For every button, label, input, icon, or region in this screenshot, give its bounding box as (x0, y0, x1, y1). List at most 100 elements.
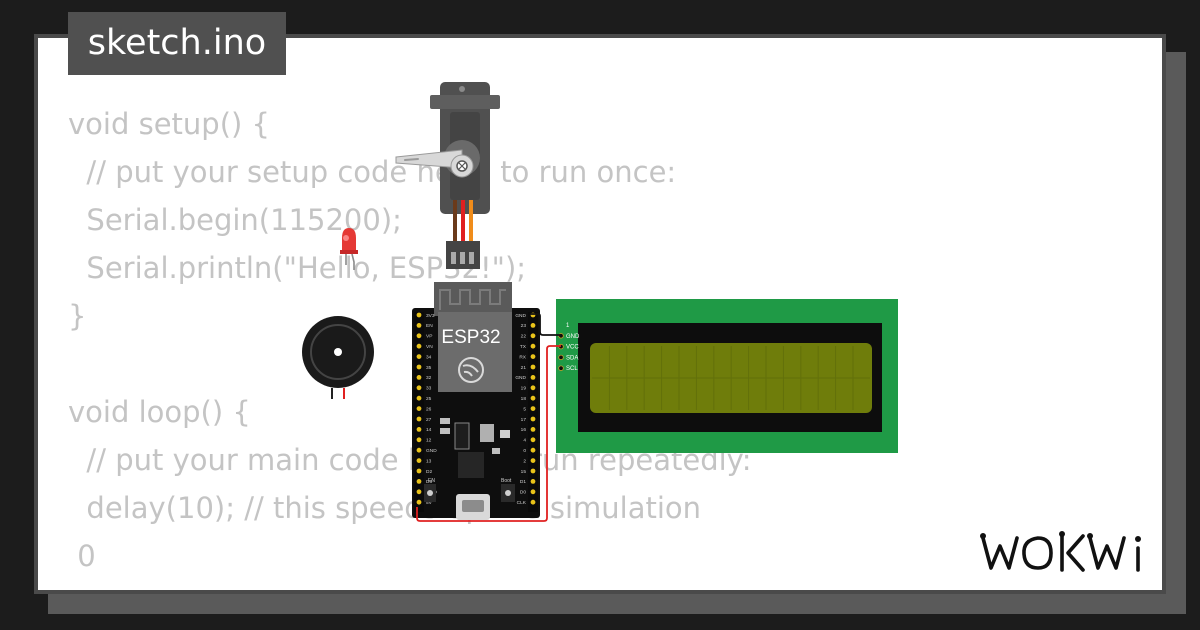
esp32-pin-label: 5 (523, 406, 526, 412)
esp32-shield (438, 312, 512, 392)
esp32-pin-left[interactable] (416, 416, 422, 422)
lcd-pin-label: VCC (566, 345, 579, 351)
esp32-antenna (434, 282, 512, 316)
filename-tab[interactable]: sketch.ino (68, 12, 286, 75)
esp32-pin-right[interactable] (530, 375, 536, 380)
lcd-pin-label: 1 (566, 323, 570, 329)
esp32-pin-left[interactable] (416, 458, 422, 463)
servo-wires (453, 200, 473, 245)
esp32-pin-right[interactable] (530, 323, 536, 328)
esp32-pin-label: 0 (523, 448, 526, 454)
esp32-pin-label: VN (426, 344, 433, 350)
esp32-pin-right[interactable] (530, 437, 536, 443)
esp32-pin-label: 26 (426, 406, 432, 412)
esp32-pin-right[interactable] (530, 479, 536, 484)
boot-button-label: Boot (501, 478, 512, 484)
esp32-pin-label: GND (426, 448, 437, 454)
esp32-pin-right[interactable] (530, 354, 536, 359)
esp32-pin-right[interactable] (530, 416, 536, 422)
esp32-pin-left[interactable] (416, 499, 422, 505)
en-button-label: EN (428, 478, 435, 484)
esp32-pin-label: 22 (521, 334, 527, 340)
red-led[interactable] (340, 228, 358, 270)
esp32-pin-right[interactable] (530, 468, 536, 474)
esp32-pin-label: TX (520, 344, 527, 350)
lcd-pin[interactable] (558, 365, 564, 371)
esp32-pin-left[interactable] (416, 427, 422, 432)
esp32-pin-right[interactable] (530, 385, 536, 391)
esp32-pin-label: 21 (521, 365, 527, 371)
esp32-pin-label: D1 (520, 479, 526, 485)
esp32-pin-right[interactable] (530, 395, 536, 401)
esp32-pin-left[interactable] (416, 375, 422, 380)
code-line: void setup() { (68, 107, 270, 141)
esp32-pin-right[interactable] (530, 333, 536, 339)
esp32-pin-left[interactable] (416, 395, 422, 401)
wire-vcc (416, 345, 561, 522)
esp32-pin-left[interactable] (416, 385, 422, 391)
esp32-board[interactable]: ESP32 3V3ENVPVN343532332526271412GND13D2… (412, 282, 540, 520)
code-line: 0 (68, 539, 96, 573)
esp32-pin-label: 32 (426, 375, 432, 381)
esp32-pin-left[interactable] (416, 312, 422, 318)
esp32-pin-left[interactable] (416, 479, 422, 484)
esp32-pin-label: 15 (521, 469, 527, 475)
esp32-pin-left[interactable] (416, 468, 422, 474)
esp32-pin-right[interactable] (530, 458, 536, 463)
espressif-logo-icon (458, 357, 484, 383)
esp32-pin-left[interactable] (416, 323, 422, 328)
lcd-pin-label: SDA (566, 355, 578, 361)
esp32-pin-left[interactable] (416, 406, 422, 411)
esp32-pin-left[interactable] (416, 489, 422, 495)
lcd-pin-label: SCL (566, 366, 578, 372)
esp32-pin-left[interactable] (416, 333, 422, 339)
esp32-pin-left[interactable] (416, 447, 422, 453)
esp32-pin-left[interactable] (416, 343, 422, 349)
esp32-pin-label: 13 (426, 458, 432, 464)
wire-gnd (530, 313, 561, 336)
code-line: void loop() { (68, 395, 251, 429)
esp32-pin-right[interactable] (530, 489, 536, 495)
esp32-pin-right[interactable] (530, 406, 536, 411)
esp32-pin-label: 4 (523, 438, 526, 444)
esp32-pin-label: CLK (517, 500, 527, 506)
esp32-pin-left[interactable] (416, 364, 422, 370)
boot-button[interactable]: Boot (501, 478, 515, 502)
esp32-pin-label: 5V (426, 500, 433, 506)
esp32-pin-header-right (528, 312, 538, 512)
esp32-pin-label: 18 (521, 396, 527, 402)
esp32-pin-label: D3 (426, 479, 432, 485)
esp32-pin-label: 34 (426, 354, 432, 360)
esp32-pin-right[interactable] (530, 447, 536, 453)
code-line: Serial.println("Hello, ESP32!"); (68, 251, 527, 285)
esp32-pin-label: EN (426, 323, 433, 329)
esp32-pin-label: 17 (521, 417, 527, 423)
esp32-pin-right[interactable] (530, 427, 536, 432)
esp32-pin-left[interactable] (416, 437, 422, 443)
esp32-pin-label: GND (515, 375, 526, 381)
esp32-pin-label: 16 (521, 427, 527, 433)
esp32-pin-label: 27 (426, 417, 432, 423)
esp32-pin-label: 19 (521, 386, 527, 392)
servo-motor[interactable] (395, 82, 500, 214)
en-button[interactable]: EN (424, 478, 436, 502)
esp32-pin-label: 2 (523, 458, 526, 464)
usb-port (456, 494, 490, 520)
lcd-pin[interactable] (558, 354, 564, 361)
esp32-pin-right[interactable] (530, 499, 536, 505)
wokwi-logo[interactable] (978, 526, 1152, 578)
esp32-pin-label: VP (426, 334, 432, 340)
buzzer[interactable] (302, 316, 374, 399)
esp32-pin-label: GND (515, 313, 526, 319)
esp32-pin-label: 12 (426, 438, 432, 444)
esp32-pin-label: RX (519, 354, 526, 360)
esp32-pin-left[interactable] (416, 354, 422, 359)
lcd-pin-label: GND (566, 334, 580, 340)
esp32-pin-label: D0 (520, 490, 526, 496)
esp32-pin-right[interactable] (530, 343, 536, 349)
esp32-pin-label: 35 (426, 365, 432, 371)
code-line: } (68, 299, 87, 333)
esp32-pin-right[interactable] (530, 364, 536, 370)
esp32-pin-label: 25 (426, 396, 432, 402)
